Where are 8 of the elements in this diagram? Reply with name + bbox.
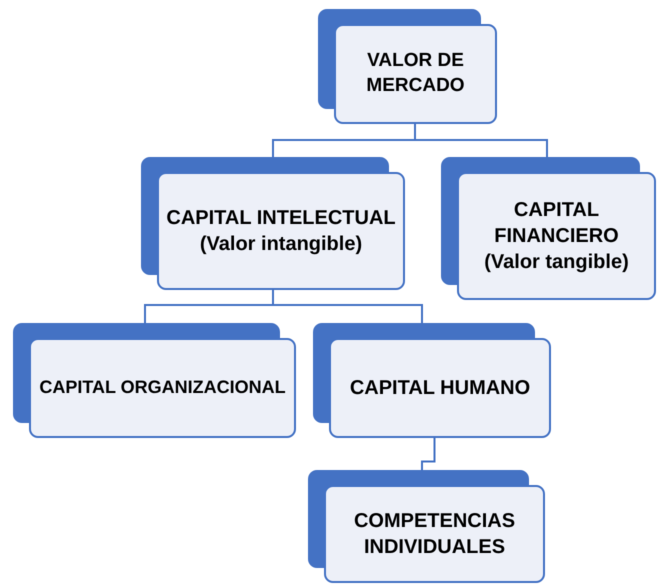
node-title: CAPITAL INTELECTUAL [166, 206, 396, 231]
node-title: COMPETENCIAS INDIVIDUALES [352, 509, 516, 560]
node-title: VALOR DE MERCADO [365, 49, 466, 98]
node-subtitle: (Valor tangible) [484, 250, 629, 275]
node-title: CAPITAL HUMANO [350, 376, 530, 401]
node-subtitle: (Valor intangible) [200, 232, 362, 257]
node-title: CAPITAL FINANCIERO [493, 198, 620, 249]
node-title: CAPITAL ORGANIZACIONAL [39, 376, 286, 400]
